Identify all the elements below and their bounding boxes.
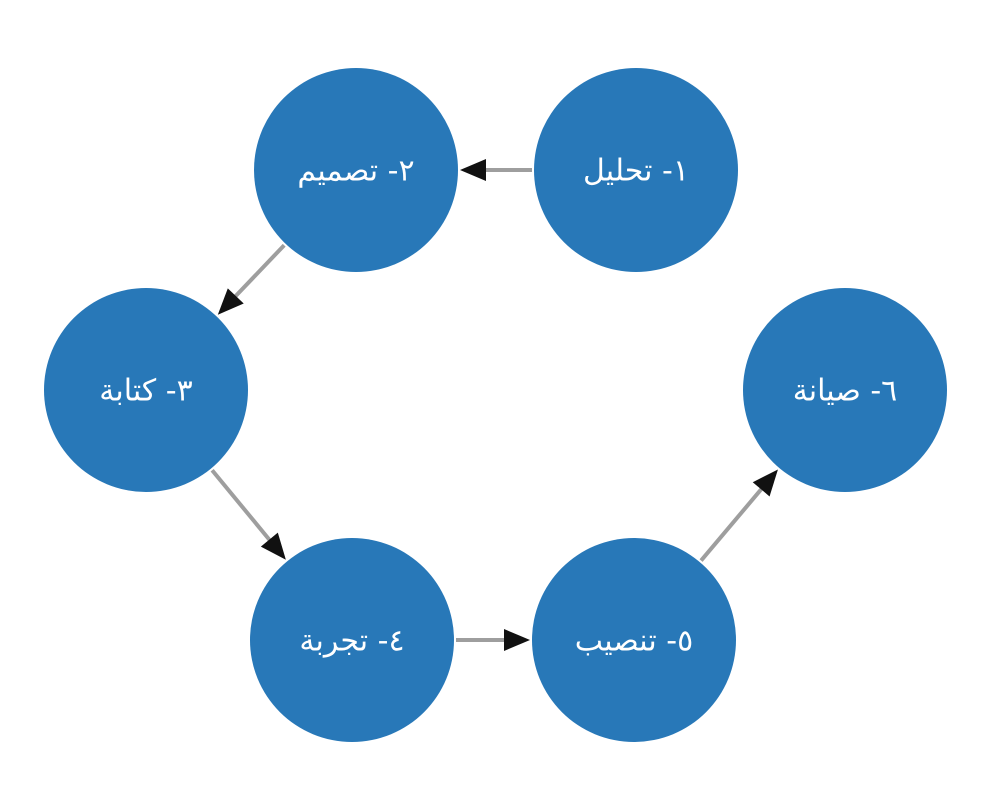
node-label: ٢- تصميم [297,154,414,189]
arrowhead-testing-installation [504,629,530,651]
node-testing-circle [250,538,454,742]
node-installation: ٥- تنصيب [532,538,736,742]
edge-installation-maintenance [699,486,764,562]
node-design: ٢- تصميم [254,68,458,272]
node-installation-circle [532,538,736,742]
node-label: ٥- تنصيب [575,624,693,659]
arrowhead-installation-maintenance [752,469,778,497]
arrowhead-analysis-design [460,159,486,181]
node-label: ٦- صيانة [793,374,898,409]
node-writing-circle [44,288,248,492]
arrowhead-writing-testing [260,532,286,560]
node-maintenance: ٦- صيانة [743,288,947,492]
edge-writing-testing [210,468,273,543]
arrowhead-design-writing [217,288,244,315]
node-design-circle [254,68,458,272]
node-label: ١- تحليل [583,154,689,189]
node-analysis-circle [534,68,738,272]
node-label: ٤- تجربة [299,624,404,659]
node-analysis: ١- تحليل [534,68,738,272]
node-testing: ٤- تجربة [250,538,454,742]
node-label: ٣- كتابة [99,374,192,409]
edge-design-writing [232,243,286,299]
node-writing: ٣- كتابة [44,288,248,492]
node-maintenance-circle [743,288,947,492]
